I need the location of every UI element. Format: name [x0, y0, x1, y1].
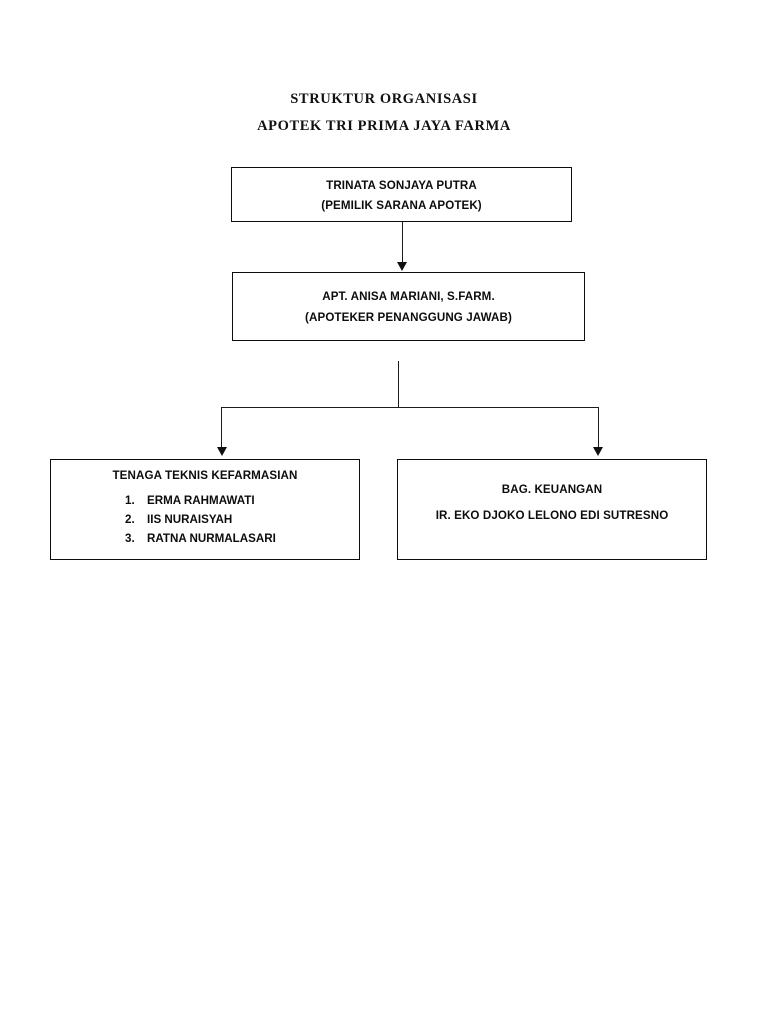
org-node-owner: TRINATA SONJAYA PUTRA (PEMILIK SARANA AP…: [231, 167, 572, 222]
staff-number: 3.: [125, 532, 135, 545]
owner-role: (PEMILIK SARANA APOTEK): [321, 199, 482, 212]
connector-owner-to-apoteker: [401, 222, 403, 264]
tenaga-teknis-heading: TENAGA TEKNIS KEFARMASIAN: [112, 469, 298, 482]
connector-drop-to-teknis: [221, 407, 223, 449]
title-line-2: APOTEK TRI PRIMA JAYA FARMA: [257, 118, 511, 134]
org-node-tenaga-teknis: TENAGA TEKNIS KEFARMASIAN 1. ERMA RAHMAW…: [50, 459, 360, 560]
staff-name: RATNA NURMALASARI: [147, 532, 276, 545]
connector-split-bar: [221, 407, 599, 409]
staff-name: ERMA RAHMAWATI: [147, 494, 255, 507]
org-node-tenaga-teknis-content: TENAGA TEKNIS KEFARMASIAN 1. ERMA RAHMAW…: [51, 460, 359, 548]
org-node-apoteker: APT. ANISA MARIANI, S.FARM. (APOTEKER PE…: [232, 272, 585, 341]
apoteker-name: APT. ANISA MARIANI, S.FARM.: [322, 290, 495, 303]
keuangan-person: IR. EKO DJOKO LELONO EDI SUTRESNO: [435, 509, 669, 522]
connector-apoteker-stem: [397, 361, 399, 408]
staff-number: 1.: [125, 494, 135, 507]
title-line-1: STRUKTUR ORGANISASI: [290, 91, 478, 107]
owner-name: TRINATA SONJAYA PUTRA: [326, 179, 477, 192]
keuangan-heading: BAG. KEUANGAN: [501, 483, 603, 496]
apoteker-role: (APOTEKER PENANGGUNG JAWAB): [305, 311, 512, 324]
org-node-apoteker-content: APT. ANISA MARIANI, S.FARM. (APOTEKER PE…: [233, 273, 584, 328]
staff-name: IIS NURAISYAH: [147, 513, 233, 526]
connector-drop-to-keuangan: [597, 407, 599, 449]
org-node-owner-content: TRINATA SONJAYA PUTRA (PEMILIK SARANA AP…: [232, 168, 571, 216]
org-node-keuangan: BAG. KEUANGAN IR. EKO DJOKO LELONO EDI S…: [397, 459, 707, 560]
arrow-down-icon-to-keuangan: [593, 447, 603, 456]
list-item: 2. IIS NURAISYAH: [51, 510, 359, 529]
staff-list: 1. ERMA RAHMAWATI 2. IIS NURAISYAH 3. RA…: [51, 491, 359, 548]
list-item: 3. RATNA NURMALASARI: [51, 529, 359, 548]
arrow-down-icon-to-teknis: [216, 447, 227, 456]
list-item: 1. ERMA RAHMAWATI: [51, 491, 359, 510]
staff-number: 2.: [125, 513, 135, 526]
org-node-keuangan-content: BAG. KEUANGAN IR. EKO DJOKO LELONO EDI S…: [398, 460, 706, 529]
chart-title: STRUKTUR ORGANISASI APOTEK TRI PRIMA JAY…: [0, 86, 768, 140]
arrow-down-icon-owner-to-apoteker: [396, 262, 407, 271]
